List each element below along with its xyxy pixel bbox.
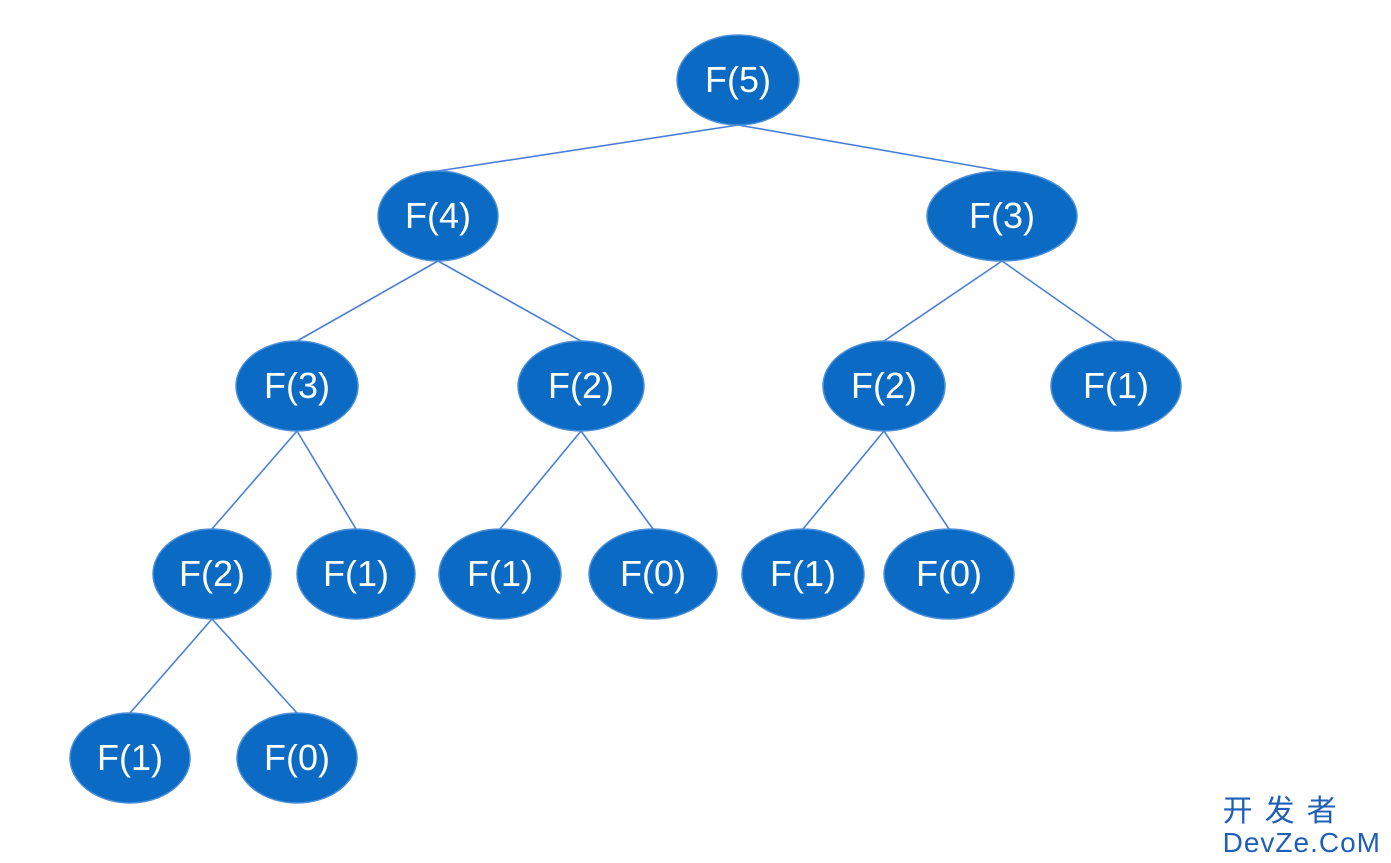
- edge-n1-n2: [437, 124, 739, 172]
- watermark-logo: 开发者 DevZe.CoM: [1223, 797, 1381, 857]
- node-ellipse: [1050, 340, 1182, 432]
- watermark-line-1: 开发者: [1222, 794, 1349, 829]
- node-ellipse: [69, 712, 191, 804]
- node-label: F(2): [179, 553, 245, 594]
- node-label: F(1): [97, 737, 163, 778]
- tree-nodes: F(5) F(4) F(3) F(3) F(2) F(2) F(1) F(2) F(1) F(1)…: [69, 34, 1182, 804]
- tree-node-n14: F(1): [69, 712, 191, 804]
- tree-node-n8: F(2): [152, 528, 272, 620]
- tree-node-n10: F(1): [438, 528, 562, 620]
- watermark-line-2: DevZe.CoM: [1222, 827, 1381, 858]
- node-ellipse: [152, 528, 272, 620]
- node-ellipse: [676, 34, 800, 126]
- edge-n6-n12: [802, 430, 885, 530]
- node-label: F(4): [405, 195, 471, 236]
- node-ellipse: [235, 340, 359, 432]
- edge-n2-n4: [296, 260, 439, 342]
- node-label: F(0): [620, 553, 686, 594]
- tree-node-n9: F(1): [296, 528, 416, 620]
- edge-n4-n9: [296, 430, 357, 530]
- tree-node-n5: F(2): [517, 340, 645, 432]
- tree-node-n12: F(1): [741, 528, 865, 620]
- edge-n2-n5: [437, 260, 582, 342]
- node-ellipse: [236, 712, 358, 804]
- edge-n3-n6: [883, 260, 1003, 342]
- tree-node-n3: F(3): [926, 170, 1078, 262]
- node-ellipse: [588, 528, 718, 620]
- edge-n3-n7: [1001, 260, 1117, 342]
- node-ellipse: [438, 528, 562, 620]
- edge-n5-n10: [499, 430, 582, 530]
- edge-n4-n8: [211, 430, 298, 530]
- tree-node-n2: F(4): [377, 170, 499, 262]
- node-label: F(3): [264, 365, 330, 406]
- node-label: F(0): [264, 737, 330, 778]
- node-ellipse: [741, 528, 865, 620]
- tree-node-n15: F(0): [236, 712, 358, 804]
- tree-node-n6: F(2): [822, 340, 946, 432]
- node-label: F(1): [467, 553, 533, 594]
- edge-n8-n14: [129, 618, 213, 714]
- tree-node-n1: F(5): [676, 34, 800, 126]
- node-label: F(2): [851, 365, 917, 406]
- edge-n1-n3: [737, 124, 1003, 172]
- node-label: F(1): [1083, 365, 1149, 406]
- tree-node-n11: F(0): [588, 528, 718, 620]
- node-ellipse: [296, 528, 416, 620]
- tree-node-n7: F(1): [1050, 340, 1182, 432]
- edge-n6-n13: [883, 430, 950, 530]
- node-ellipse: [822, 340, 946, 432]
- node-ellipse: [883, 528, 1015, 620]
- node-ellipse: [517, 340, 645, 432]
- node-label: F(1): [770, 553, 836, 594]
- node-label: F(0): [916, 553, 982, 594]
- node-ellipse: [377, 170, 499, 262]
- node-label: F(2): [548, 365, 614, 406]
- edge-n5-n11: [580, 430, 654, 530]
- tree-node-n13: F(0): [883, 528, 1015, 620]
- tree-node-n4: F(3): [235, 340, 359, 432]
- node-ellipse: [926, 170, 1078, 262]
- edge-n8-n15: [211, 618, 298, 714]
- node-label: F(5): [705, 59, 771, 100]
- node-label: F(1): [323, 553, 389, 594]
- tree-edges: [129, 124, 1117, 714]
- node-label: F(3): [969, 195, 1035, 236]
